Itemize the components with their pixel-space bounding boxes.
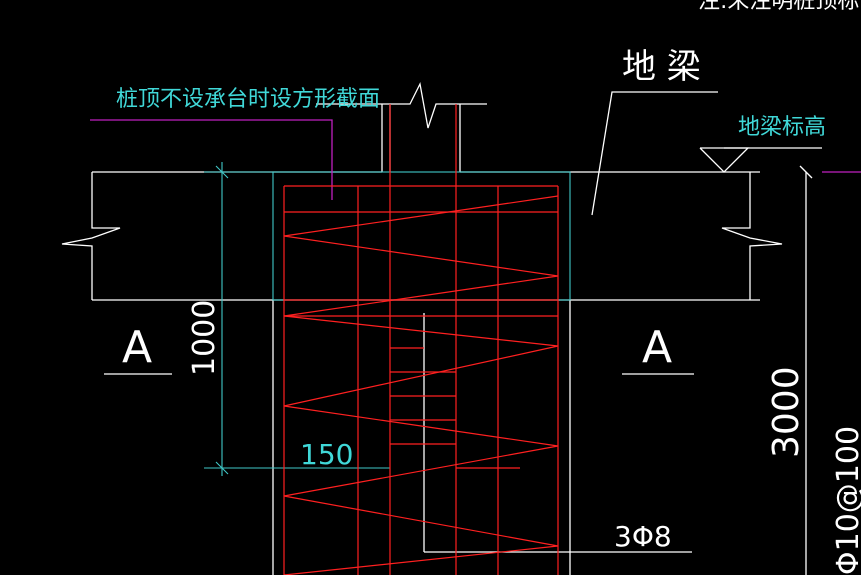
annotation-leaders (90, 119, 861, 200)
label-beam-elevation: 地梁标高 (738, 115, 826, 140)
dimension-150: 150 (300, 438, 353, 471)
rebar-cage (283, 104, 559, 575)
structural-outline (61, 81, 822, 575)
section-mark-left: A (122, 322, 152, 373)
section-mark-right: A (642, 322, 672, 373)
rebar-main-label: 3Φ8 (614, 520, 672, 553)
label-ground-beam: 地 梁 (622, 47, 701, 87)
dimension-1000: 1000 (187, 300, 222, 376)
rebar-stirrup-label: Φ10@100 (831, 426, 861, 575)
dimension-3000: 3000 (766, 366, 807, 458)
label-pile-top: 桩顶不设承台时设方形截面 (116, 87, 380, 112)
dimension-lines (204, 162, 571, 476)
top-note: 注:未注明桩顶标高 (698, 0, 861, 14)
